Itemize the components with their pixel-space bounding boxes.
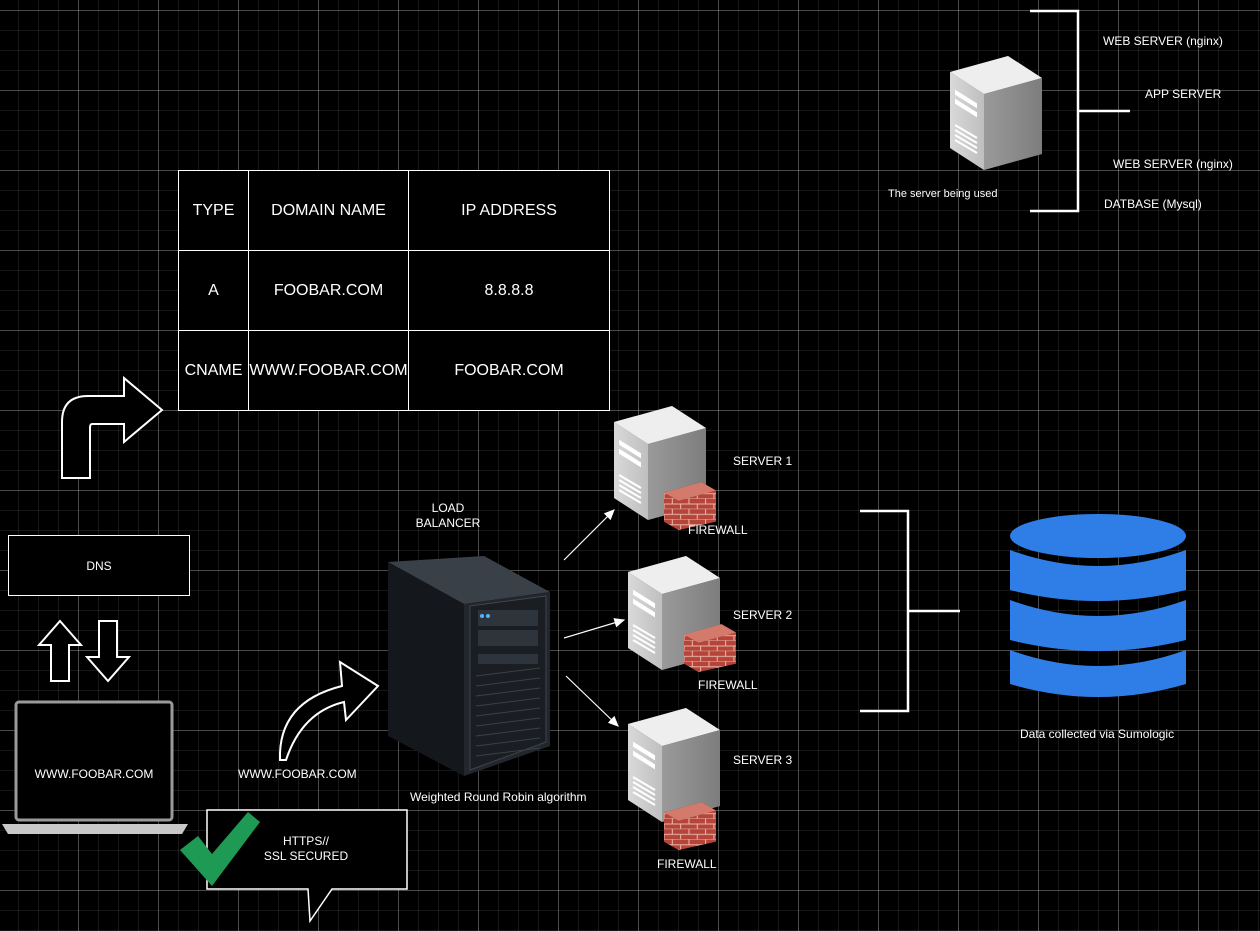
table-cell: CNAME (178, 330, 249, 411)
arrow-to-server-2 (563, 618, 626, 639)
table-row: CNAME WWW.FOOBAR.COM FOOBAR.COM (178, 330, 610, 411)
request-url-label: WWW.FOOBAR.COM (238, 767, 357, 781)
firewall-3-icon (664, 798, 716, 850)
https-line: HTTPS// (282, 834, 329, 848)
dns-label: DNS (86, 558, 112, 573)
down-arrow-icon (84, 620, 132, 683)
https-bubble (206, 809, 408, 924)
server-stack-bracket (1030, 9, 1130, 213)
algorithm-label: Weighted Round Robin algorithm (410, 790, 587, 804)
table-header: TYPE (178, 170, 249, 251)
load-balancer-line1: LOAD (431, 501, 465, 515)
server-1-label: SERVER 1 (733, 454, 793, 468)
dns-records-table: TYPE DOMAIN NAME IP ADDRESS A FOOBAR.COM… (178, 170, 610, 411)
load-balancer-label: LOAD BALANCER (398, 501, 498, 531)
table-cell: FOOBAR.COM (408, 330, 610, 411)
server-2-label: SERVER 2 (733, 608, 793, 622)
firewall-3-label: FIREWALL (657, 857, 717, 871)
checkmark-icon (180, 812, 260, 886)
database-icon (1010, 514, 1186, 697)
stack-component-database: DATBASE (Mysql) (1104, 197, 1202, 211)
curved-arrow-icon (278, 660, 380, 761)
firewall-2-icon (684, 620, 736, 672)
server-3-label: SERVER 3 (733, 753, 793, 767)
load-balancer-server-icon (388, 556, 550, 776)
arrow-to-server-1 (563, 509, 615, 561)
server-group-bracket (860, 509, 960, 713)
arrow-to-server-3 (565, 675, 619, 727)
laptop-screen-label: WWW.FOOBAR.COM (34, 767, 154, 781)
table-header: DOMAIN NAME (248, 170, 409, 251)
server-being-used-caption: The server being used (888, 188, 998, 200)
ssl-line: SSL SECURED (263, 849, 349, 863)
stack-component-web-server: WEB SERVER (nginx) (1103, 34, 1223, 48)
database-caption: Data collected via Sumologic (1020, 727, 1175, 741)
load-balancer-line2: BALANCER (415, 516, 481, 530)
table-cell: FOOBAR.COM (248, 250, 409, 331)
firewall-1-label: FIREWALL (688, 523, 748, 537)
table-row: A FOOBAR.COM 8.8.8.8 (178, 250, 610, 331)
laptop-icon (2, 700, 188, 834)
curved-arrow-icon (61, 375, 164, 479)
firewall-2-label: FIREWALL (698, 678, 758, 692)
stack-component-app-server: APP SERVER (1145, 87, 1222, 101)
https-label: HTTPS// SSL SECURED (206, 834, 406, 864)
table-header-row: TYPE DOMAIN NAME IP ADDRESS (178, 170, 610, 251)
dns-box: DNS (8, 535, 190, 596)
stack-component-web-server-2: WEB SERVER (nginx) (1113, 157, 1233, 171)
table-header: IP ADDRESS (408, 170, 610, 251)
up-arrow-icon (36, 619, 84, 682)
table-cell: WWW.FOOBAR.COM (248, 330, 409, 411)
